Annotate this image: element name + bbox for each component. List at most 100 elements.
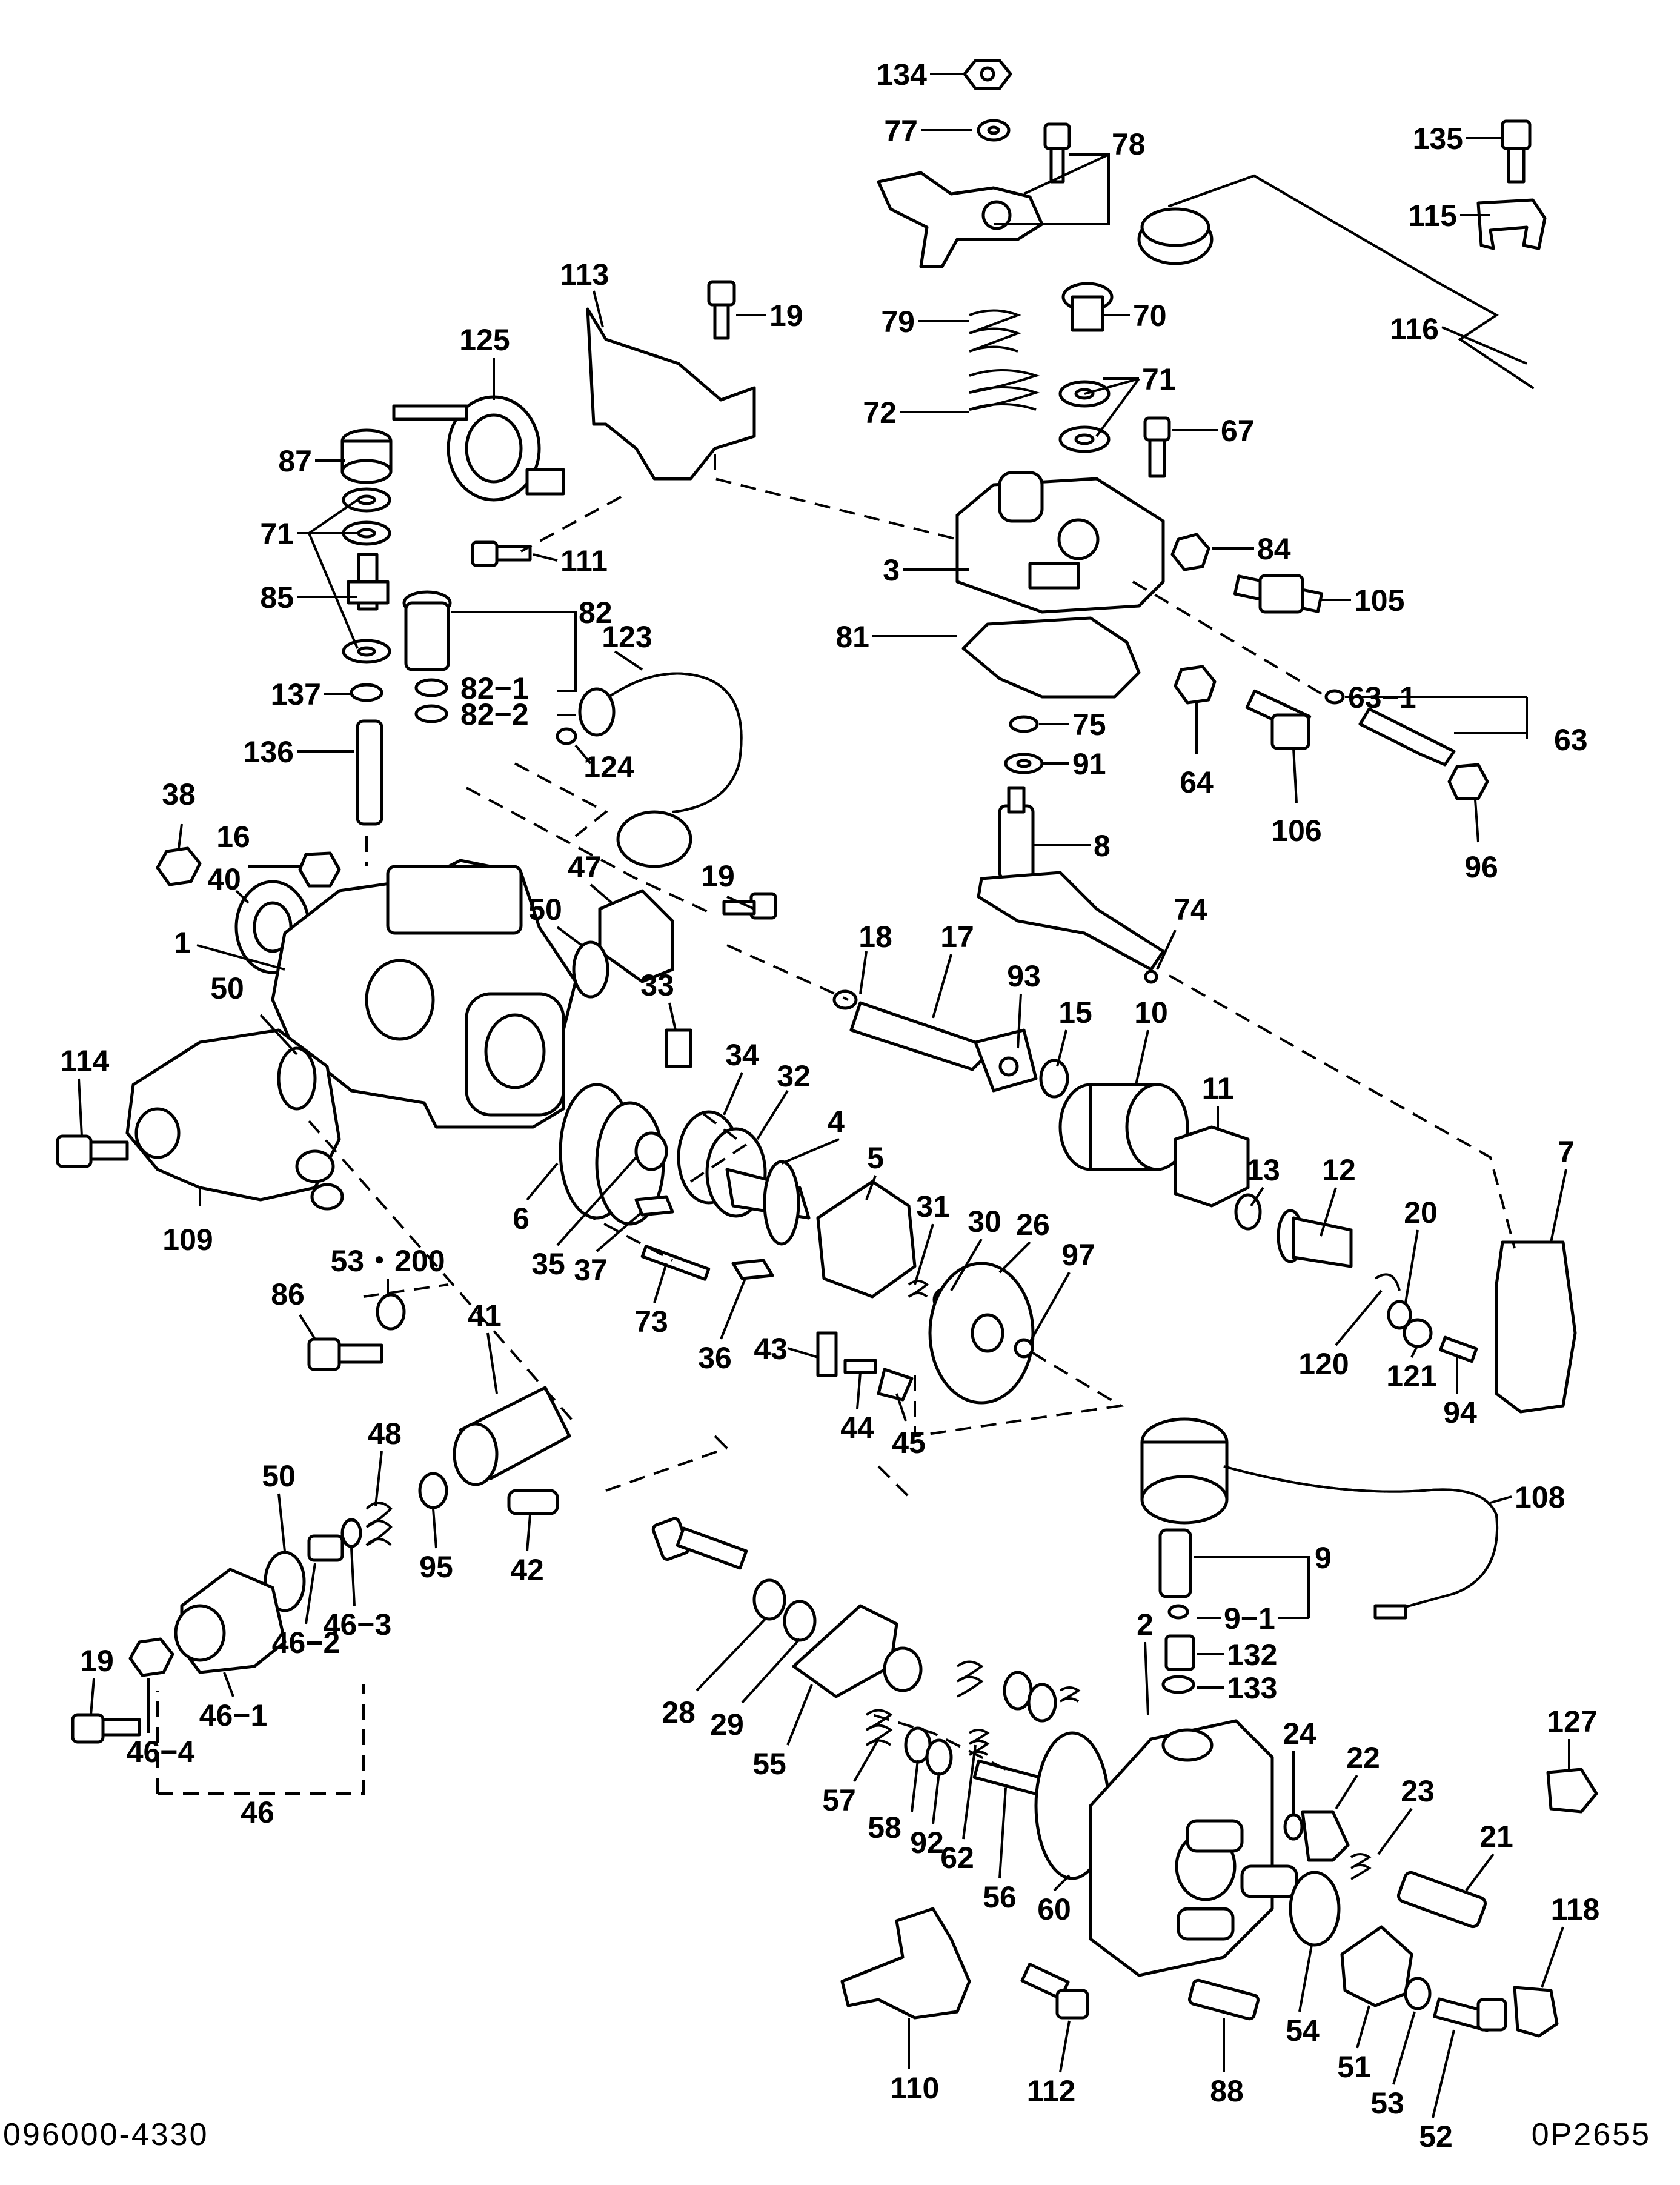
callout-75: 75 [1072, 708, 1106, 742]
lever-8 [977, 871, 1165, 971]
bolt-88 [1187, 1978, 1260, 2021]
callout-62: 62 [940, 1841, 974, 1875]
callout-6: 6 [513, 1202, 530, 1236]
callout-19-bottom: 19 [80, 1644, 114, 1678]
callout-111: 111 [560, 544, 608, 578]
callout-22: 22 [1346, 1741, 1380, 1775]
callout-108: 108 [1515, 1480, 1565, 1514]
callout-15: 15 [1058, 996, 1092, 1029]
cap-132 [1164, 1634, 1195, 1671]
bolt-86 [307, 1337, 341, 1371]
callout-46-2: 46−2 [272, 1626, 340, 1660]
callout-50-a: 50 [528, 893, 562, 926]
callout-82-1: 82−1 [460, 671, 529, 705]
key-37 [634, 1195, 674, 1217]
callout-46: 46 [241, 1795, 274, 1829]
washer-133 [1161, 1675, 1195, 1694]
pin-94 [1439, 1335, 1478, 1363]
o-ring-54 [1289, 1871, 1341, 1947]
key-36 [731, 1259, 774, 1280]
callout-134: 134 [877, 58, 928, 91]
bracket-7 [1495, 1240, 1577, 1414]
figure-code: 0P2655 [1532, 2117, 1651, 2152]
screw-73 [640, 1245, 711, 1281]
callout-38: 38 [162, 777, 196, 811]
cap-55-nut [883, 1646, 923, 1692]
pin-43 [816, 1331, 838, 1377]
callout-127: 127 [1547, 1704, 1597, 1738]
callout-93: 93 [1007, 959, 1041, 993]
callout-96: 96 [1464, 850, 1498, 884]
nut-16 [298, 851, 341, 888]
spring-48 [365, 1502, 393, 1546]
callout-73: 73 [634, 1305, 668, 1339]
ring-20 [1387, 1300, 1412, 1330]
spring-57 [865, 1709, 893, 1746]
plate-55 [792, 1604, 898, 1698]
callout-124: 124 [583, 750, 634, 784]
callout-112: 112 [1027, 2074, 1076, 2108]
pin-42 [507, 1489, 559, 1515]
o-ring-18 [832, 989, 858, 1010]
sensor-123 [578, 687, 616, 737]
washer-53-200 [376, 1293, 406, 1331]
ring-120 [1374, 1273, 1401, 1291]
callout-87: 87 [278, 444, 312, 478]
callout-74: 74 [1174, 893, 1207, 926]
callout-77: 77 [884, 114, 918, 148]
callout-53-200: 53・200 [330, 1244, 445, 1278]
callout-4: 4 [828, 1105, 845, 1139]
callout-36: 36 [698, 1341, 732, 1375]
spring-79 [969, 309, 1021, 353]
callout-70: 70 [1133, 299, 1167, 333]
callout-28: 28 [662, 1695, 696, 1729]
spring-31 [908, 1280, 929, 1298]
callout-24: 24 [1283, 1717, 1316, 1751]
o-ring-63-1 [1324, 689, 1345, 705]
bracket-118 [1513, 1986, 1559, 2038]
callout-37: 37 [574, 1253, 608, 1287]
o-ring-50-a [572, 940, 609, 999]
callout-54: 54 [1286, 2014, 1320, 2047]
callout-132: 132 [1227, 1638, 1277, 1672]
callout-56: 56 [983, 1880, 1017, 1914]
leader-lines [78, 73, 1570, 2118]
callout-71-left: 71 [260, 517, 294, 551]
callout-57: 57 [822, 1783, 856, 1817]
clip-115 [1476, 198, 1547, 250]
o-ring-46-3 [340, 1518, 362, 1548]
key-33 [665, 1028, 692, 1068]
callout-32: 32 [777, 1059, 811, 1093]
o-ring-137 [350, 683, 383, 702]
callout-115: 115 [1408, 199, 1457, 233]
callout-97: 97 [1061, 1238, 1095, 1272]
callout-81: 81 [835, 620, 869, 654]
o-ring-50-b [277, 1046, 317, 1111]
callout-85: 85 [260, 580, 294, 614]
callout-1: 1 [174, 926, 191, 960]
callout-46-3: 46−3 [324, 1608, 392, 1641]
drawing-number: 096000-4330 [3, 2117, 209, 2152]
callout-94: 94 [1443, 1395, 1477, 1429]
washer-28 [752, 1578, 786, 1621]
callout-20: 20 [1404, 1196, 1438, 1229]
callout-3: 3 [883, 553, 900, 587]
callout-58: 58 [868, 1811, 901, 1844]
callout-46-1: 46−1 [199, 1698, 268, 1732]
washer-92 [925, 1738, 953, 1776]
callout-95: 95 [419, 1550, 453, 1584]
bolt-19-bottom [71, 1713, 105, 1744]
callout-45: 45 [892, 1426, 926, 1460]
washer-29 [783, 1600, 817, 1642]
plug-51 [1340, 1925, 1413, 2007]
callout-88: 88 [1210, 2074, 1244, 2108]
callout-31: 31 [916, 1189, 950, 1223]
callout-121: 121 [1386, 1359, 1436, 1393]
nut-84 [1170, 533, 1210, 571]
clip-74 [1144, 969, 1158, 984]
callout-44: 44 [840, 1411, 874, 1445]
callout-82-2: 82−2 [460, 697, 529, 731]
callout-43: 43 [754, 1332, 788, 1366]
fitting-21 [1396, 1871, 1487, 1929]
callout-2: 2 [1137, 1608, 1154, 1641]
